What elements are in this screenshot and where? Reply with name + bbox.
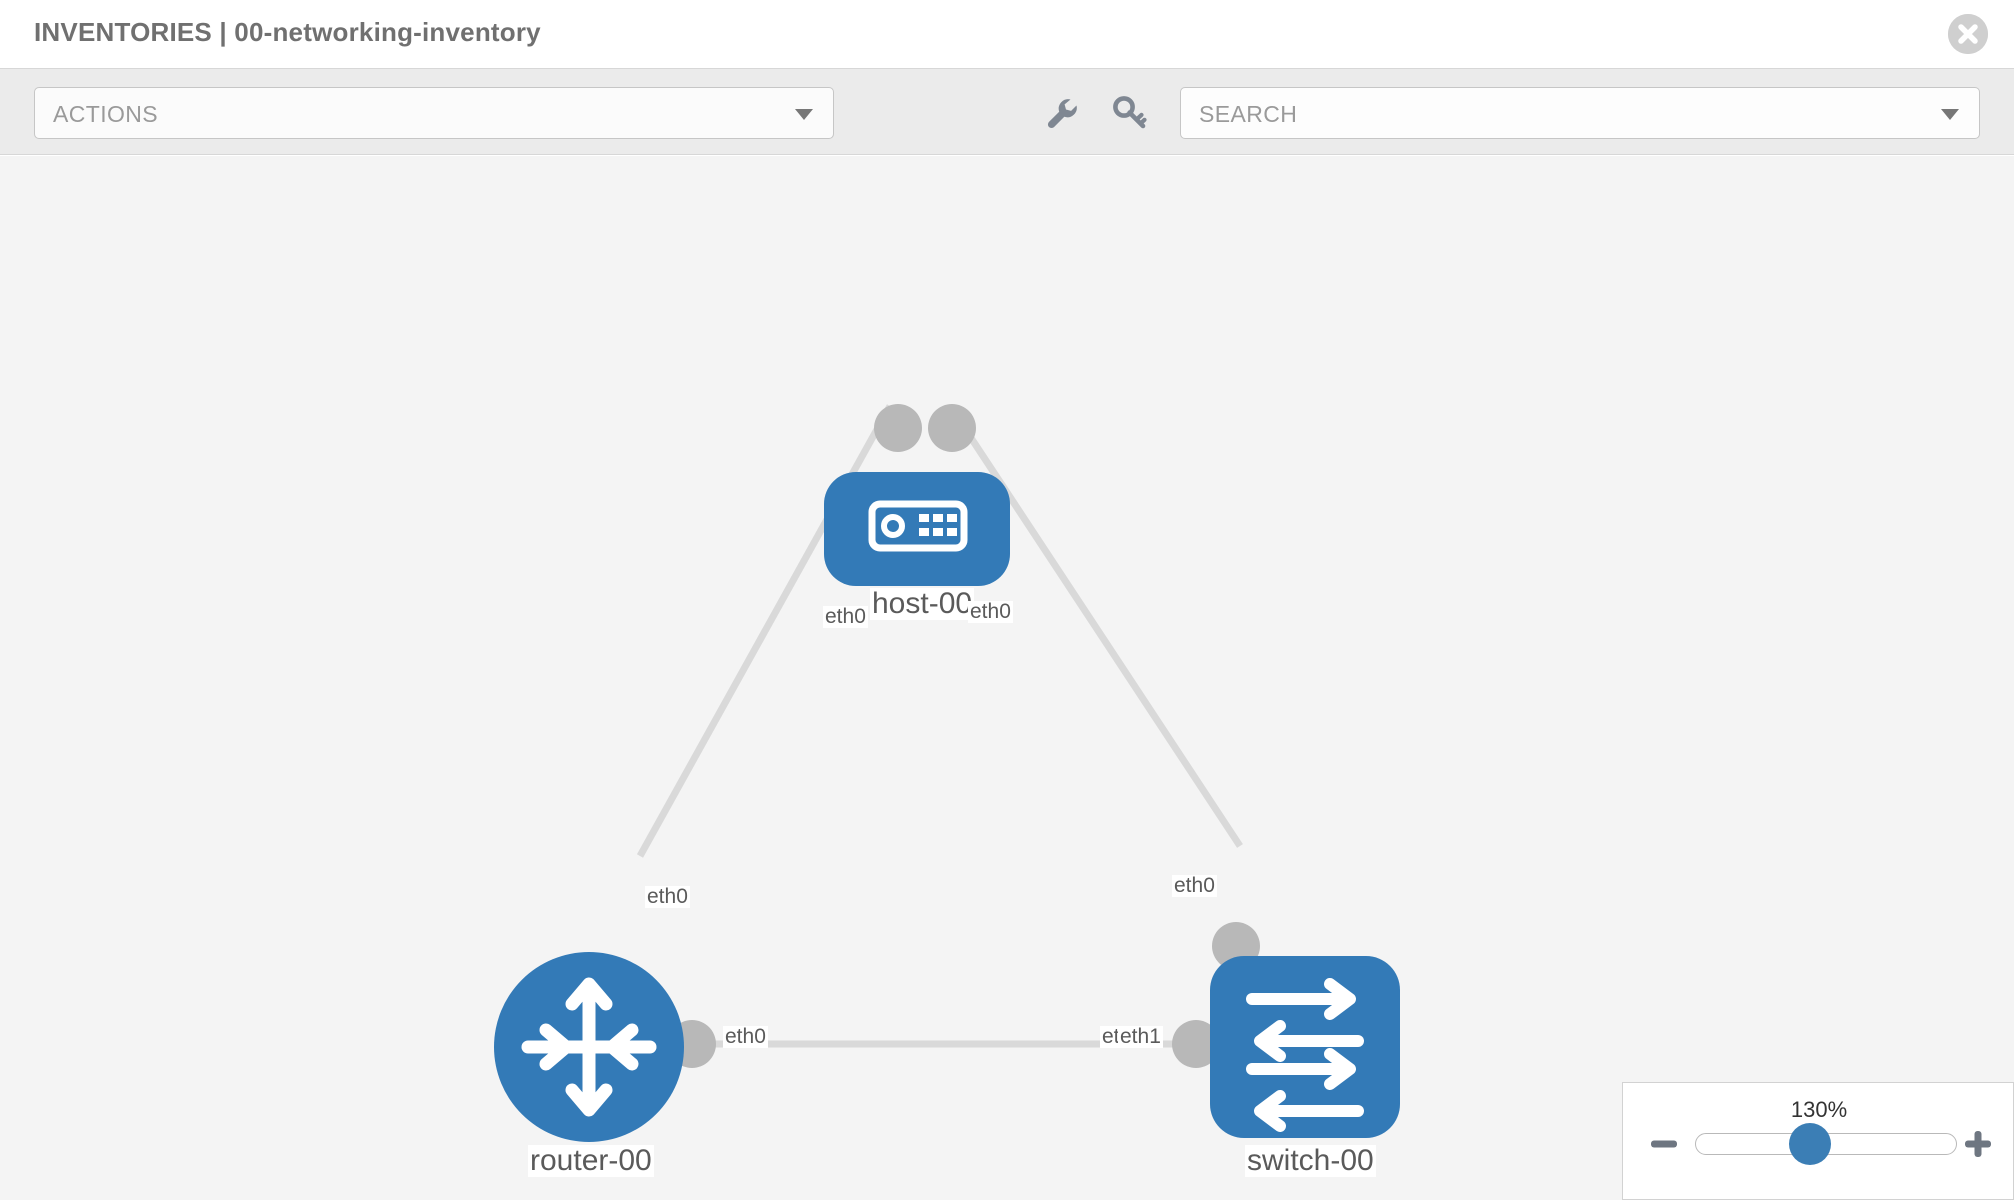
zoom-level-value: 130% bbox=[1790, 1097, 1848, 1122]
zoom-out-button[interactable] bbox=[1647, 1127, 1681, 1161]
chevron-down-icon bbox=[795, 109, 813, 120]
iface-label-host00-eth0-left: eth0 bbox=[823, 605, 868, 629]
iface-label-router00-eth0: eth0 bbox=[723, 1025, 768, 1049]
node-label-host-00: host-00 bbox=[870, 587, 975, 620]
key-button[interactable] bbox=[1108, 91, 1152, 135]
nub-host00-eth0-left[interactable] bbox=[874, 404, 922, 452]
node-label-router-00: router-00 bbox=[528, 1144, 654, 1177]
zoom-in-button[interactable] bbox=[1961, 1127, 1995, 1161]
node-router-00[interactable] bbox=[494, 952, 684, 1142]
topology-graph bbox=[494, 404, 1400, 1142]
page-title: INVENTORIES | 00-networking-inventory bbox=[34, 17, 541, 47]
actions-dropdown[interactable]: ACTIONS bbox=[34, 87, 834, 139]
node-label-switch-00: switch-00 bbox=[1245, 1144, 1376, 1177]
iface-label-router00-eth0-uplink: eth0 bbox=[645, 885, 690, 909]
toolbar: ACTIONS SEARCH bbox=[0, 69, 2014, 155]
search-placeholder: SEARCH bbox=[1199, 101, 1298, 127]
iface-label-switch00-eth0-uplink: eth0 bbox=[1172, 874, 1217, 898]
topology-canvas[interactable]: host-00 router-00 switch-00 eth0 eth0 et… bbox=[0, 156, 2014, 1200]
iface-label-host00-eth0-right: eth0 bbox=[968, 600, 1013, 624]
wrench-button[interactable] bbox=[1040, 91, 1084, 135]
iface-label-switch00-eth1: eth1 bbox=[1118, 1025, 1163, 1049]
zoom-slider-thumb[interactable] bbox=[1789, 1123, 1831, 1165]
zoom-control-panel: 130% bbox=[1622, 1082, 2014, 1200]
search-input[interactable]: SEARCH bbox=[1180, 87, 1980, 139]
close-button[interactable] bbox=[1948, 14, 1988, 54]
actions-dropdown-label: ACTIONS bbox=[53, 101, 159, 127]
page-header: INVENTORIES | 00-networking-inventory bbox=[0, 0, 2014, 69]
link-host00-switch00[interactable] bbox=[947, 404, 1243, 848]
node-switch-00[interactable] bbox=[1210, 956, 1400, 1138]
close-icon bbox=[1948, 14, 1988, 54]
minus-icon bbox=[1651, 1140, 1677, 1148]
plus-icon bbox=[1965, 1131, 1991, 1157]
chevron-down-icon bbox=[1941, 109, 1959, 120]
nub-host00-eth0-right[interactable] bbox=[928, 404, 976, 452]
node-host-00[interactable] bbox=[824, 472, 1010, 586]
key-icon bbox=[1113, 96, 1147, 129]
nub-switch00-eth1[interactable] bbox=[1172, 1020, 1220, 1068]
wrench-icon bbox=[1047, 99, 1077, 129]
